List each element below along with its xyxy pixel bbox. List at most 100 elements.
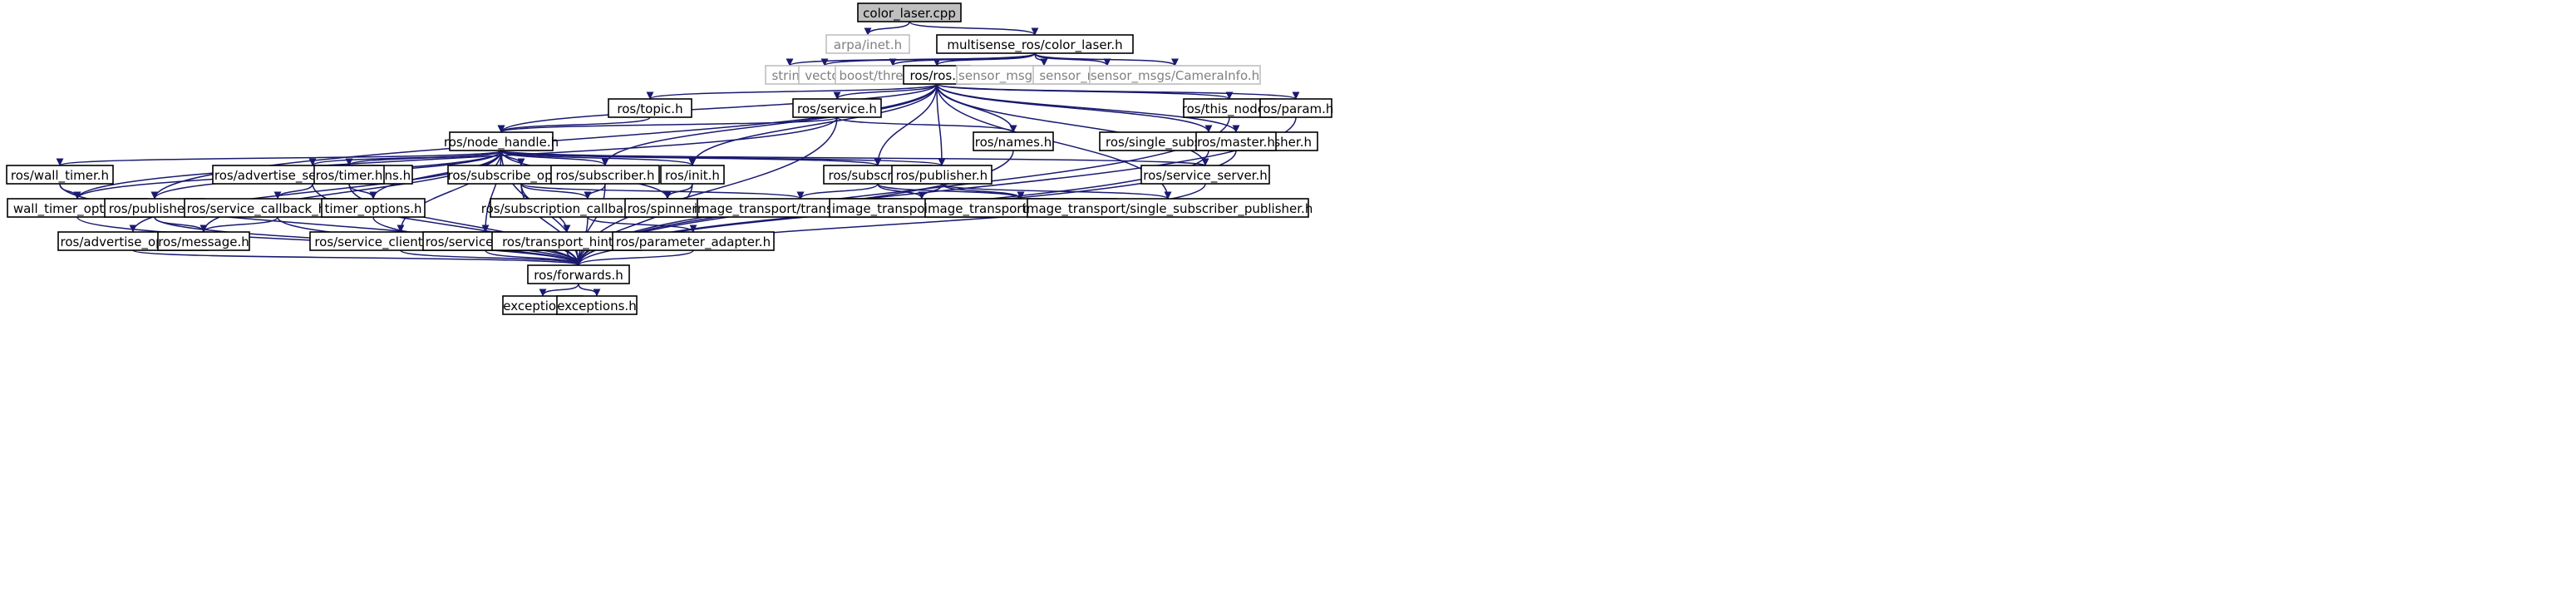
node-label: exceptions.h xyxy=(557,299,636,313)
edge-node_handle-to-srv_client_opts xyxy=(396,150,502,233)
node-label: ros/spinner.h xyxy=(628,201,708,216)
edge-init-to-forwards xyxy=(574,183,693,266)
node-label: ros/publisher.h xyxy=(896,168,988,183)
node-timer[interactable]: ros/timer.h xyxy=(313,165,385,185)
node-box xyxy=(612,231,775,251)
edge-ros_h-to-master xyxy=(936,83,1240,133)
edge-node_handle-to-ros_subscriber xyxy=(500,150,609,166)
node-box xyxy=(556,295,638,315)
node-it-publisher[interactable]: ros/publisher.h xyxy=(891,165,992,185)
edge-sub_opts-to-it_transport_hints xyxy=(520,183,805,200)
node-node-handle[interactable]: ros/node_handle.h xyxy=(444,131,559,151)
node-label: ros/message.h xyxy=(158,234,249,249)
node-label: ros/param.h xyxy=(1258,101,1334,116)
node-this-node[interactable]: ros/this_node.h xyxy=(1182,98,1277,118)
node-message[interactable]: ros/message.h xyxy=(157,231,250,251)
edge-ros_h-to-param xyxy=(936,83,1300,100)
node-topic[interactable]: ros/topic.h xyxy=(608,98,692,118)
node-param[interactable]: ros/param.h xyxy=(1258,98,1334,118)
node-label: ros/timer.h xyxy=(316,168,383,183)
edge-ros_subscriber-to-sub_cb_helper xyxy=(584,183,606,200)
node-label: ros/forwards.h xyxy=(534,268,623,283)
edge-service-to-node_handle xyxy=(497,116,838,133)
node-box xyxy=(792,98,882,118)
node-box xyxy=(608,98,692,118)
edge-sub_opts-to-forwards xyxy=(520,183,583,266)
edge-srv_client_opts-to-forwards xyxy=(400,249,583,266)
node-box xyxy=(1089,65,1261,85)
edge-color_laser_cpp-to-arpa_inet xyxy=(864,21,910,36)
edge-node_handle-to-wall_timer xyxy=(56,150,502,166)
node-label: ros/transport_hints.h xyxy=(502,234,632,250)
edge-service-to-names xyxy=(836,116,1017,133)
node-box xyxy=(1140,165,1270,185)
node-label: ros/this_node.h xyxy=(1182,101,1277,117)
node-ros-publisher[interactable]: ros/publisher.h xyxy=(104,198,205,218)
node-box xyxy=(157,231,250,251)
edge-adv_opts-to-forwards xyxy=(132,249,583,266)
node-label: arpa/inet.h xyxy=(834,37,902,52)
edge-ros_h-to-topic xyxy=(646,83,938,100)
edge-ros_h-to-ros_subscriber xyxy=(601,83,938,166)
edge-adv_srv_opts-to-forwards xyxy=(312,183,583,266)
node-wall-timer[interactable]: ros/wall_timer.h xyxy=(6,165,114,185)
node-label: multisense_ros/color_laser.h xyxy=(947,37,1122,53)
edge-node_handle-to-service_server xyxy=(500,150,1209,166)
edge-ms_color_laser-to-image_h xyxy=(1034,52,1111,67)
node-names[interactable]: ros/names.h xyxy=(973,131,1054,151)
node-box xyxy=(1195,131,1277,151)
edge-ros_h-to-service xyxy=(833,83,938,100)
node-camerainfo: sensor_msgs/CameraInfo.h xyxy=(1089,65,1261,85)
node-exceptions-2[interactable]: exceptions.h xyxy=(556,295,638,315)
edge-ms_color_laser-to-camerainfo xyxy=(1034,52,1179,67)
node-it-single-sub-pub[interactable]: image_transport/single_subscriber_publis… xyxy=(1023,198,1313,218)
node-param-adapter[interactable]: ros/parameter_adapter.h xyxy=(612,231,775,251)
node-box xyxy=(973,131,1054,151)
node-arpa-inet: arpa/inet.h xyxy=(825,34,910,54)
edge-forwards-to-exceptions_2 xyxy=(578,283,601,297)
node-forwards[interactable]: ros/forwards.h xyxy=(527,264,630,284)
node-service[interactable]: ros/service.h xyxy=(792,98,882,118)
edge-forwards-to-exceptions_1 xyxy=(539,283,579,297)
node-color-laser-cpp[interactable]: color_laser.cpp xyxy=(857,2,962,22)
node-box xyxy=(660,165,725,185)
file-nodes: color_laser.cpp arpa/inet.h multisense_ros… xyxy=(6,2,1334,315)
node-box xyxy=(527,264,630,284)
edge-adv_srv_opts-to-srv_cb_helper xyxy=(273,183,313,200)
node-box xyxy=(321,198,426,218)
node-ros-subscriber[interactable]: ros/subscriber.h xyxy=(550,165,660,185)
node-label: ros/service.h xyxy=(797,101,877,116)
node-box xyxy=(825,34,910,54)
edge-node_handle-to-it_publisher xyxy=(500,150,946,166)
node-label: ros/ros.h xyxy=(910,68,964,83)
node-box xyxy=(1259,98,1332,118)
node-box xyxy=(1027,198,1309,218)
node-init[interactable]: ros/init.h xyxy=(660,165,725,185)
node-transport-hints[interactable]: ros/transport_hints.h xyxy=(491,231,643,251)
edge-it_subscriber-to-it_transport_hints xyxy=(796,183,879,200)
dependency-edges xyxy=(56,21,1300,297)
node-label: ros/publisher.h xyxy=(109,201,200,216)
node-box xyxy=(313,165,385,185)
edge-param_adapter-to-forwards xyxy=(574,249,694,266)
node-box xyxy=(936,34,1134,54)
edge-service-to-wall_timer_opts xyxy=(73,116,838,200)
edge-ros_h-to-node_handle xyxy=(497,83,938,133)
node-label: sensor_msgs/CameraInfo.h xyxy=(1091,68,1259,84)
node-box xyxy=(857,2,962,22)
node-label: ros/service_server.h xyxy=(1143,168,1268,184)
node-service-server[interactable]: ros/service_server.h xyxy=(1140,165,1270,185)
node-timer-opts[interactable]: timer_options.h xyxy=(321,198,426,218)
node-box xyxy=(891,165,992,185)
edge-ros_h-to-init xyxy=(688,83,938,166)
node-ros-h[interactable]: ros/ros.h xyxy=(903,65,971,85)
edge-node_handle-to-timer xyxy=(345,150,502,166)
node-label: ros/parameter_adapter.h xyxy=(616,234,771,250)
node-label: ros/node_handle.h xyxy=(444,135,559,151)
node-ms-color-laser[interactable]: multisense_ros/color_laser.h xyxy=(936,34,1134,54)
node-label: ros/names.h xyxy=(975,135,1052,150)
node-master[interactable]: ros/master.h xyxy=(1195,131,1277,151)
node-label: timer_options.h xyxy=(324,201,421,217)
edge-node_handle-to-init xyxy=(500,150,697,166)
